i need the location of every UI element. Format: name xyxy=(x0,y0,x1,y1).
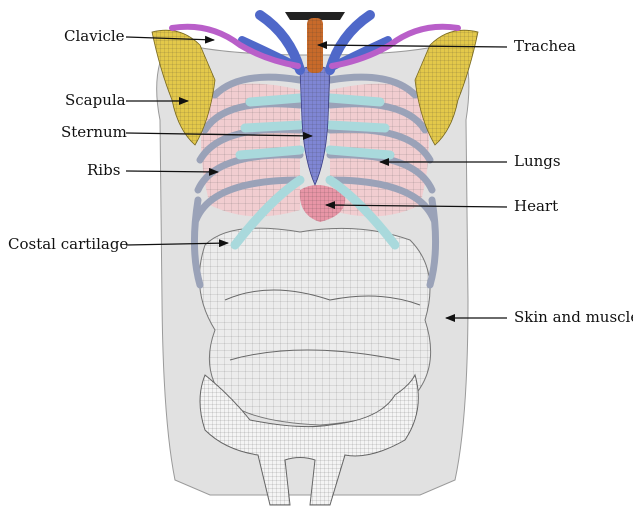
label-sternum: Sternum xyxy=(61,125,127,140)
trachea-arrow xyxy=(318,45,507,47)
label-lungs: Lungs xyxy=(514,154,561,169)
label-clavicle: Clavicle xyxy=(64,29,125,44)
label-trachea: Trachea xyxy=(514,39,576,54)
label-skin-and-muscle: Skin and muscle xyxy=(514,310,633,325)
label-heart: Heart xyxy=(514,199,558,214)
label-costal-cartilage: Costal cartilage xyxy=(8,237,128,252)
label-scapula: Scapula xyxy=(65,93,126,108)
label-ribs: Ribs xyxy=(87,163,120,178)
